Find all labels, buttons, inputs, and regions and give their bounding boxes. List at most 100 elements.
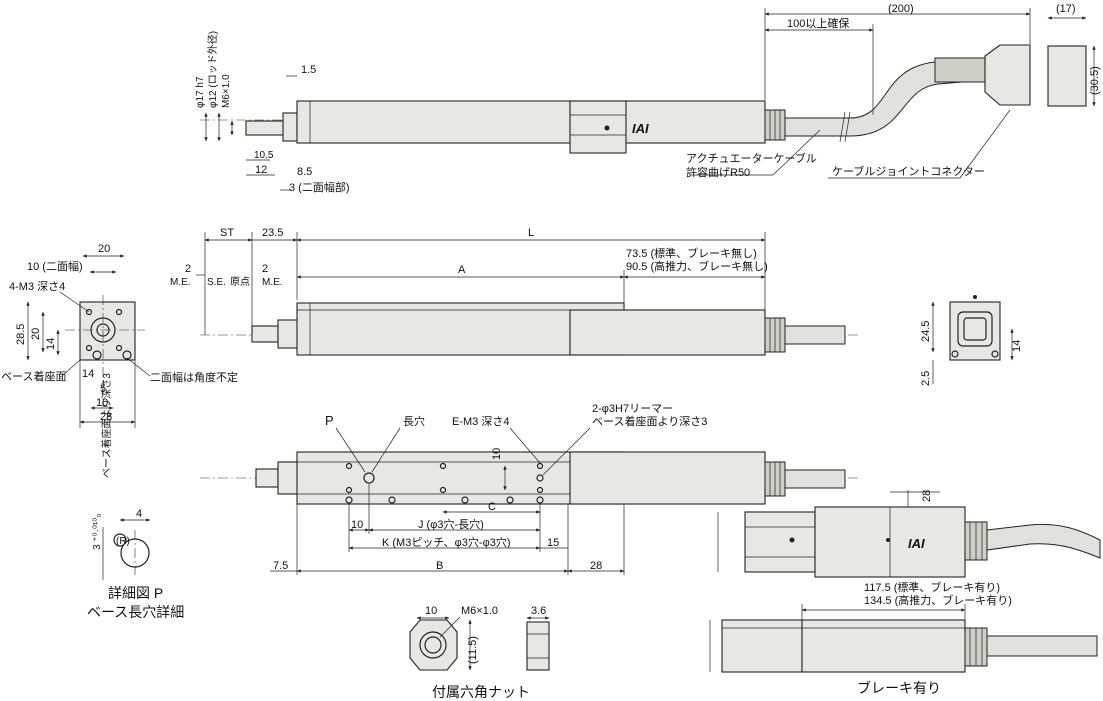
front-flat-note: 二面幅は角度不定 (150, 370, 238, 384)
front-base-label: ベース着座面 (1, 369, 66, 383)
dim-10-h: 10 (351, 519, 363, 531)
motor-section-bottom (569, 451, 766, 505)
brake-note-117-5: 117.5 (標準、ブレーキ有り) (864, 580, 1000, 594)
dim-15: 15 (547, 537, 559, 549)
bottom-view: P 長穴 E-M3 深さ4 2-φ3H7リーマー ベース着座面より深さ3 10 … (200, 403, 860, 575)
hex-nut: 10 M6×1.0 (11.5) 3.6 付属六角ナット (409, 605, 550, 700)
bottom-rod (277, 461, 299, 495)
front-dim-10: 10 (96, 397, 108, 409)
detail-radius: (R) (116, 536, 130, 547)
motor-section-side (569, 309, 766, 356)
front-dim-28-5: 28.5 (15, 324, 27, 345)
dim-m6: M6×1.0 (221, 74, 232, 108)
motor-cover-top (569, 100, 627, 154)
label-em3: E-M3 深さ4 (452, 415, 509, 428)
cable-joint-connector (984, 44, 1031, 106)
brake-lower-cover (721, 619, 803, 673)
detail-tolerance: 3 ⁺⁰·⁰¹⁰₀ (92, 514, 103, 550)
dim-23-5: 23.5 (262, 227, 283, 239)
detail-title: 詳細図 P (108, 585, 163, 601)
side-cable (784, 325, 846, 345)
brake-views: IAI 28 117.5 (標準、ブレーキ有り) 134.5 (高推力、ブレーキ… (709, 490, 1101, 696)
front-dim-14-h: 14 (82, 368, 94, 380)
dim-c: C (488, 501, 496, 513)
dim-k: K (M3ピッチ、φ3穴-φ3穴) (382, 535, 511, 549)
brake-lower-cable (986, 635, 1098, 657)
iai-logo-top: IAI (632, 121, 649, 136)
front-dim-28: 28 (100, 411, 112, 423)
right-dim-24-5: 24.5 (920, 321, 932, 342)
note-73-5: 73.5 (標準、ブレーキ無し) (626, 246, 757, 260)
detail-dim-4: 4 (136, 508, 142, 520)
connector-label: ケーブルジョイントコネクター (832, 164, 985, 178)
dim-8-5: 8.5 (297, 166, 312, 178)
dim-j: J (φ3穴-長穴) (418, 517, 484, 531)
connector-side-view (1047, 45, 1087, 107)
se-label: S.E. (207, 277, 226, 288)
me-right: M.E. (262, 277, 283, 288)
dim-b: B (436, 560, 443, 572)
side-rod-end (251, 325, 279, 343)
me-right-2: 2 (262, 263, 268, 275)
dim-10-5: 10.5 (254, 150, 274, 161)
bottom-rod-end (255, 468, 279, 488)
nut-side (526, 621, 550, 671)
front-dim-20-v: 20 (30, 328, 42, 340)
detail-p: 4 (R) ベース着座面より深さ3 3 ⁺⁰·⁰¹⁰₀ 詳細図 P ベース長穴詳… (87, 373, 184, 620)
me-left: M.E. (170, 277, 191, 288)
label-p: P (325, 413, 334, 428)
brake-note-134-5: 134.5 (高推力、ブレーキ有り) (864, 593, 1012, 607)
dim-a: A (458, 264, 466, 276)
right-dim-14: 14 (1011, 340, 1023, 352)
nut-title: 付属六角ナット (432, 684, 530, 700)
nut-dim-11-5: (11.5) (467, 636, 479, 664)
label-reamer-1: 2-φ3H7リーマー (592, 403, 673, 415)
label-long-hole: 長穴 (403, 414, 425, 428)
iai-logo-brake: IAI (908, 536, 925, 551)
front-view: 20 10 (二面幅) 4-M3 深さ4 28.5 20 14 ベース着座面 1… (1, 243, 238, 428)
origin-label: 原点 (230, 276, 250, 288)
nut-dim-m6: M6×1.0 (461, 605, 498, 617)
dim-7-5: 7.5 (273, 560, 288, 572)
dim-st: ST (220, 227, 234, 239)
dim-1-5: 1.5 (301, 64, 316, 76)
side-view: ST 23.5 L A 73.5 (標準、ブレーキ無し) 90.5 (高推力、ブ… (170, 227, 860, 356)
me-left-2: 2 (185, 263, 191, 275)
note-90-5: 90.5 (高推力、ブレーキ無し) (626, 259, 768, 273)
rod (282, 112, 298, 142)
brake-dim-28: 28 (921, 490, 933, 502)
front-dim-4m3: 4-M3 深さ4 (9, 280, 65, 293)
rod-end (245, 120, 287, 136)
detail-depth-note: ベース着座面より深さ3 (100, 373, 113, 478)
dim-200: (200) (888, 3, 914, 15)
brake-lower-body (801, 619, 966, 673)
front-dim-5: 5 (100, 383, 106, 395)
detail-subtitle: ベース長穴詳細 (87, 604, 184, 620)
cable-label-1: アクチュエーターケーブル (686, 151, 817, 165)
brake-upper-cable (986, 523, 1101, 559)
dim-12: 12 (255, 164, 267, 176)
dim-28-bottom: 28 (590, 560, 602, 572)
nut-dim-10: 10 (425, 605, 437, 617)
nut-front (409, 619, 458, 671)
side-rod (277, 319, 299, 349)
actuator-body-top (296, 100, 766, 144)
dim-phi17: φ17 h7 (195, 76, 206, 108)
dim-l: L (528, 227, 534, 239)
brake-upper-cover (744, 511, 816, 573)
front-dim-20: 20 (98, 243, 110, 255)
connector-boot (934, 57, 986, 83)
top-view: IAI (200) 100以上確保 (17) (30.5) 1.5 φ17 h7… (195, 3, 1101, 194)
dim-10-v: 10 (491, 448, 503, 460)
front-dim-14-v: 14 (45, 338, 57, 350)
dim-30-5: (30.5) (1089, 66, 1101, 95)
dim-100: 100以上確保 (787, 16, 849, 30)
long-hole (363, 472, 375, 484)
brake-title: ブレーキ有り (857, 680, 941, 696)
label-reamer-2: ベース着座面より深さ3 (592, 414, 707, 428)
right-view: 24.5 14 2.5 (920, 295, 1023, 386)
dim-17: (17) (1056, 3, 1076, 15)
nut-dim-3-6: 3.6 (531, 605, 546, 617)
front-dim-10-flat: 10 (二面幅) (27, 260, 83, 273)
